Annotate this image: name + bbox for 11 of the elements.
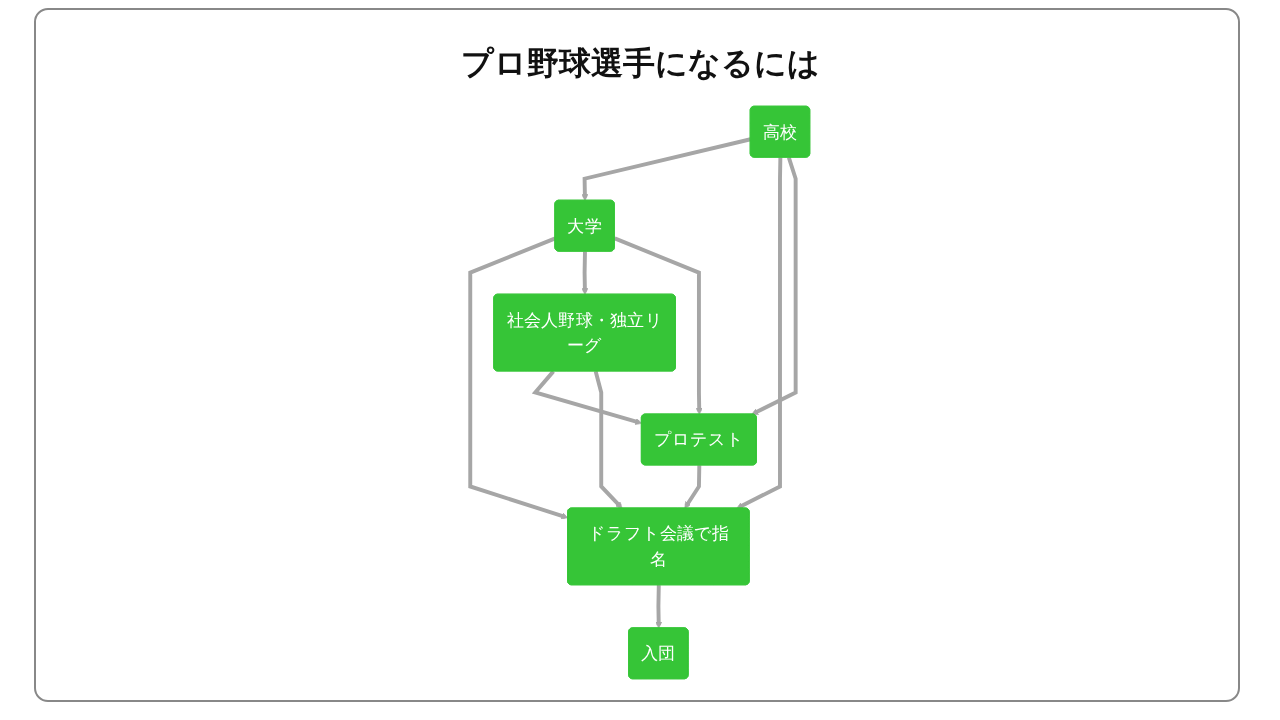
arrow	[751, 156, 798, 415]
arrow	[581, 137, 752, 201]
arrow	[655, 585, 663, 629]
diagram-title: プロ野球選手になるには	[460, 43, 820, 84]
arrow	[593, 370, 623, 509]
arrow	[684, 465, 702, 509]
arrow	[531, 370, 643, 425]
arrow	[614, 236, 703, 415]
arrow	[736, 157, 783, 509]
arrow	[468, 236, 569, 520]
arrow	[581, 251, 589, 295]
